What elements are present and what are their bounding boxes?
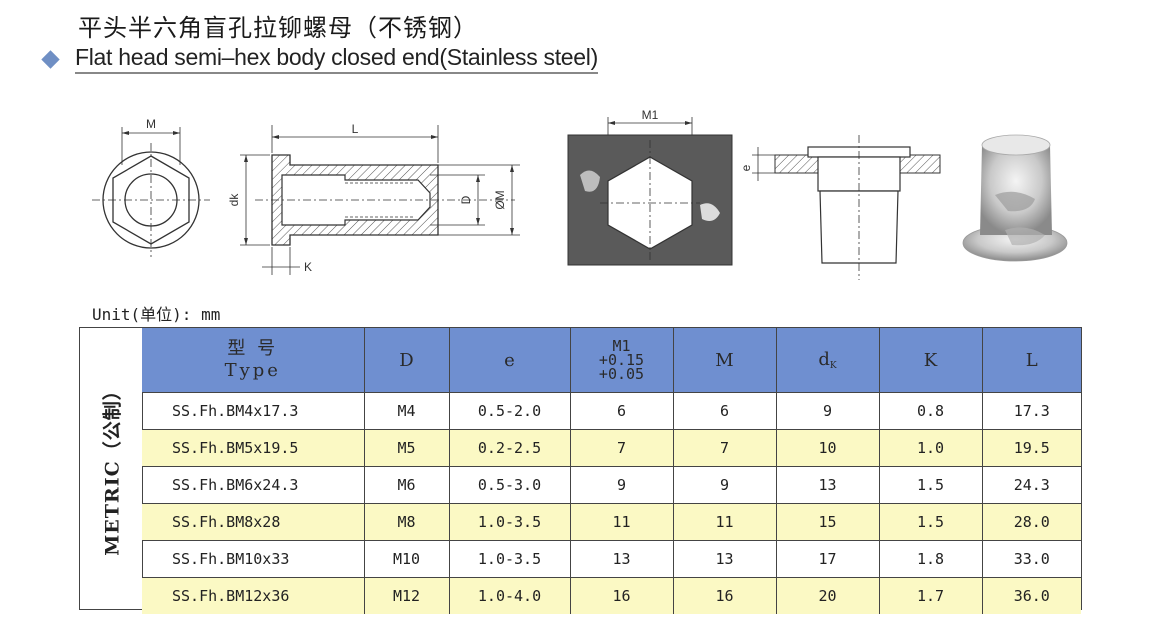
dim-label-e: e <box>739 164 753 171</box>
metric-side-label: METRIC（公制） <box>101 380 124 556</box>
cell-m1: 6 <box>569 392 673 430</box>
header-l: L <box>981 328 1081 393</box>
cell-dk: 9 <box>775 392 879 430</box>
cell-m: 9 <box>672 466 776 504</box>
cell-m: 11 <box>672 503 776 541</box>
cell-e: 1.0-3.5 <box>448 503 570 541</box>
header-d: D <box>363 328 449 393</box>
table-header-row: 型 号 Type D e M1 +0.15 +0.05 M dK K L <box>142 328 1081 393</box>
cell-l: 28.0 <box>981 503 1081 541</box>
cell-k: 1.8 <box>878 540 982 578</box>
table-row: SS.Fh.BM12x36 M12 1.0-4.0 16 16 20 1.7 3… <box>142 577 1081 614</box>
cell-type: SS.Fh.BM10x33 <box>142 540 364 578</box>
cell-l: 19.5 <box>981 429 1081 467</box>
header-m1: M1 +0.15 +0.05 <box>569 328 673 393</box>
cell-m1: 9 <box>569 466 673 504</box>
technical-drawings: M L dk K D ØM <box>92 108 1068 280</box>
dim-label-l: L <box>352 122 359 136</box>
end-view-drawing: M <box>92 117 210 257</box>
header-m: M <box>672 328 776 393</box>
installed-section-drawing: e <box>739 135 941 280</box>
cell-d: M12 <box>363 577 449 614</box>
cell-e: 1.0-4.0 <box>448 577 570 614</box>
cell-d: M10 <box>363 540 449 578</box>
cell-m: 16 <box>672 577 776 614</box>
cell-k: 1.5 <box>878 466 982 504</box>
mounting-hole-drawing: M1 <box>567 108 733 266</box>
spec-table-container: METRIC（公制） 型 号 Type D e M1 +0.15 +0.05 M <box>79 327 1082 614</box>
cell-e: 0.5-3.0 <box>448 466 570 504</box>
metric-side-label-cell: METRIC（公制） <box>80 328 143 609</box>
cell-k: 1.7 <box>878 577 982 614</box>
cell-type: SS.Fh.BM8x28 <box>142 503 364 541</box>
cell-d: M5 <box>363 429 449 467</box>
cross-section-drawing: L dk K D ØM <box>227 122 520 275</box>
cell-l: 17.3 <box>981 392 1081 430</box>
subtitle: Flat head semi–hex body closed end(Stain… <box>41 44 598 74</box>
cell-m: 13 <box>672 540 776 578</box>
cell-type: SS.Fh.BM6x24.3 <box>142 466 364 504</box>
cell-type: SS.Fh.BM12x36 <box>142 577 364 614</box>
cell-k: 1.5 <box>878 503 982 541</box>
cell-m1: 7 <box>569 429 673 467</box>
cell-type: SS.Fh.BM4x17.3 <box>142 392 364 430</box>
cell-m1: 13 <box>569 540 673 578</box>
table-row: SS.Fh.BM8x28 M8 1.0-3.5 11 11 15 1.5 28.… <box>142 503 1081 541</box>
table-row: SS.Fh.BM10x33 M10 1.0-3.5 13 13 17 1.8 3… <box>142 540 1081 578</box>
subtitle-text: Flat head semi–hex body closed end(Stain… <box>75 44 598 74</box>
cell-dk: 13 <box>775 466 879 504</box>
page-title: 平头半六角盲孔拉铆螺母（不锈钢） <box>78 14 478 42</box>
table-row: SS.Fh.BM5x19.5 M5 0.2-2.5 7 7 10 1.0 19.… <box>142 429 1081 467</box>
product-render-image <box>962 134 1068 262</box>
dim-label-om: ØM <box>493 190 507 209</box>
cell-e: 0.5-2.0 <box>448 392 570 430</box>
cell-l: 24.3 <box>981 466 1081 504</box>
diamond-bullet-icon <box>41 49 60 69</box>
header-k: K <box>878 328 982 393</box>
dim-label-d: D <box>459 195 473 204</box>
table-row: SS.Fh.BM4x17.3 M4 0.5-2.0 6 6 9 0.8 17.3 <box>142 392 1081 430</box>
cell-dk: 10 <box>775 429 879 467</box>
cell-m1: 16 <box>569 577 673 614</box>
cell-type: SS.Fh.BM5x19.5 <box>142 429 364 467</box>
dim-label-dk: dk <box>227 193 241 207</box>
header-type: 型 号 Type <box>142 328 364 393</box>
cell-dk: 20 <box>775 577 879 614</box>
cell-e: 0.2-2.5 <box>448 429 570 467</box>
cell-dk: 15 <box>775 503 879 541</box>
cell-d: M4 <box>363 392 449 430</box>
unit-label: Unit(单位): mm <box>92 305 221 324</box>
cell-l: 33.0 <box>981 540 1081 578</box>
dim-label-m: M <box>146 117 156 131</box>
table-row: SS.Fh.BM6x24.3 M6 0.5-3.0 9 9 13 1.5 24.… <box>142 466 1081 504</box>
cell-k: 0.8 <box>878 392 982 430</box>
dim-label-m1: M1 <box>642 108 659 122</box>
cell-e: 1.0-3.5 <box>448 540 570 578</box>
cell-m: 7 <box>672 429 776 467</box>
cell-d: M8 <box>363 503 449 541</box>
dim-label-k: K <box>304 260 312 274</box>
cell-dk: 17 <box>775 540 879 578</box>
spec-table: 型 号 Type D e M1 +0.15 +0.05 M dK K L SS.… <box>142 328 1081 614</box>
cell-l: 36.0 <box>981 577 1081 614</box>
header-dk: dK <box>775 328 879 393</box>
header-e: e <box>448 328 570 393</box>
cell-d: M6 <box>363 466 449 504</box>
cell-m: 6 <box>672 392 776 430</box>
cell-k: 1.0 <box>878 429 982 467</box>
cell-m1: 11 <box>569 503 673 541</box>
